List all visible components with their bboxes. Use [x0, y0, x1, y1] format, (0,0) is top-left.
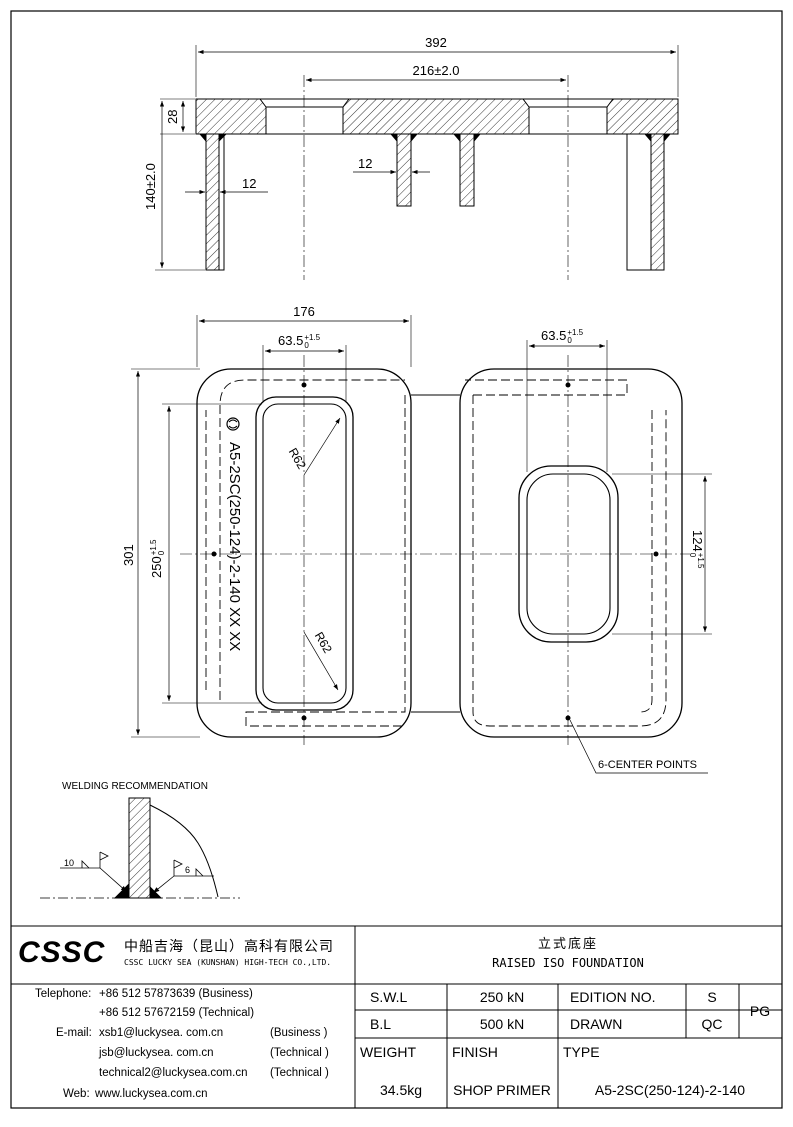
email-business[interactable]: xsb1@luckysea. com.cn: [99, 1027, 224, 1039]
weld-left-size: 10: [64, 858, 75, 868]
section-view: [155, 45, 679, 280]
dim-plate-thickness: 28: [165, 109, 180, 124]
web-label: Web:: [63, 1088, 90, 1100]
finish-value: SHOP PRIMER: [453, 1082, 551, 1098]
marking-text: A5-2SC(250-124)-2-140 XX XX: [226, 442, 243, 652]
edition-value: S: [707, 989, 717, 1005]
dim-slot-left-length-tol-lower: 0: [157, 550, 166, 556]
dim-slot-right-length-tol-upper: +1.5: [696, 552, 705, 569]
welding-detail: [40, 797, 240, 899]
email-label: E-mail:: [56, 1027, 92, 1039]
pg-label: PG: [749, 1003, 771, 1019]
email-technical-1-type: (Technical ): [270, 1047, 329, 1059]
dim-slot-right-width-tol-upper: +1.5: [567, 328, 584, 337]
bl-label: B.L: [370, 1016, 392, 1032]
email-technical-2[interactable]: technical2@luckysea.com.cn: [99, 1067, 248, 1079]
center-points-note: 6-CENTER POINTS: [598, 759, 698, 771]
drawing-title-cn: 立式底座: [537, 936, 599, 951]
dim-plan-height: 301: [121, 544, 136, 566]
weld-right-size: 6: [185, 865, 191, 875]
dim-hole-spacing: 216±2.0: [412, 63, 460, 78]
company-logo: CSSC: [18, 936, 106, 969]
swl-value: 250 kN: [479, 989, 525, 1005]
dim-overall-width: 392: [425, 35, 447, 50]
dim-wall-center: 12: [358, 156, 373, 171]
dim-wall-left: 12: [242, 176, 257, 191]
swl-label: S.W.L: [370, 989, 408, 1005]
sheet-border: [10, 10, 783, 1109]
dim-slot-right-length-tol-lower: 0: [688, 552, 697, 558]
dim-slot-left-width-tol-lower: 0: [304, 341, 309, 350]
company-name-cn: 中船吉海（昆山）高科有限公司: [124, 938, 334, 954]
dim-slot-left-width-tol-upper: +1.5: [304, 333, 321, 342]
type-value: A5-2SC(250-124)-2-140: [594, 1082, 746, 1098]
plan-view: [131, 315, 712, 774]
email-technical-2-type: (Technical ): [270, 1067, 329, 1079]
dim-slot-right-length-value: 124: [690, 530, 705, 552]
dim-plan-width: 176: [293, 304, 315, 319]
dim-slot-right-width-tol-lower: 0: [567, 336, 572, 345]
title-block-grid: [11, 925, 782, 1108]
phone-technical: +86 512 57672159 (Technical): [99, 1007, 255, 1019]
edition-label: EDITION NO.: [570, 989, 656, 1005]
phone-business: +86 512 57873639 (Business): [99, 988, 253, 1000]
dim-height: 140±2.0: [143, 163, 158, 210]
welding-title: WELDING RECOMMENDATION: [62, 781, 208, 792]
email-business-type: (Business ): [270, 1027, 328, 1039]
company-name-en: CSSC LUCKY SEA (KUNSHAN) HIGH-TECH CO.,L…: [124, 958, 332, 967]
dim-slot-left-width-value: 63.5: [278, 333, 304, 348]
dim-slot-right-width-value: 63.5: [541, 328, 567, 343]
finish-label: FINISH: [452, 1044, 498, 1060]
drawing-title-en: RAISED ISO FOUNDATION: [492, 956, 644, 970]
telephone-label: Telephone:: [35, 988, 92, 1000]
bl-value: 500 kN: [479, 1016, 525, 1032]
drawn-value: QC: [701, 1016, 723, 1032]
email-technical-1[interactable]: jsb@luckysea. com.cn: [99, 1047, 214, 1059]
weight-value: 34.5kg: [379, 1082, 423, 1098]
dim-slot-left-length-value: 250: [149, 556, 164, 578]
drawn-label: DRAWN: [570, 1016, 623, 1032]
web-link[interactable]: www.luckysea.com.cn: [95, 1088, 208, 1100]
weight-label: WEIGHT: [360, 1044, 416, 1060]
type-label: TYPE: [563, 1044, 600, 1060]
